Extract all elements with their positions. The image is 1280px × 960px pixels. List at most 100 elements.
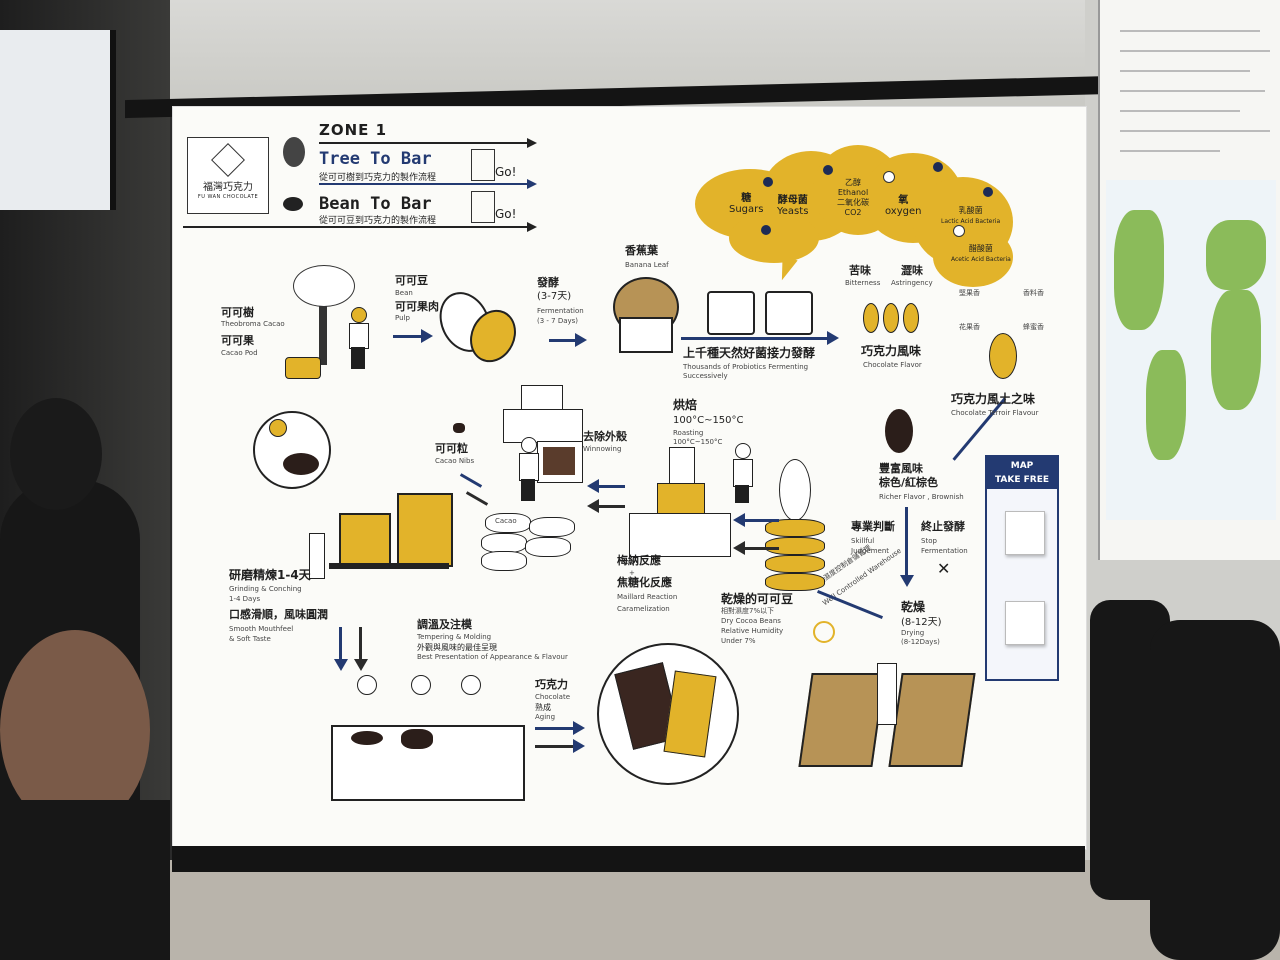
- bubble-yeasts-en: Yeasts: [777, 206, 809, 217]
- chocolate-bar-icon: [471, 191, 495, 223]
- visitor-front-body: [0, 800, 170, 960]
- logo-subtitle: FU WAN CHOCOLATE: [197, 194, 259, 200]
- judgement-label-zh: 專業判斷: [851, 520, 895, 533]
- chocolate-bar-circle-illustration: [597, 643, 739, 785]
- roaster-worker: [729, 443, 757, 503]
- winnowing-worker: [515, 437, 541, 501]
- route-bean-to-bar-title: Bean To Bar: [319, 194, 432, 214]
- cacao-sacks-illustration: [481, 513, 577, 571]
- open-cacao-pod-illustration: [430, 283, 525, 370]
- process-wall-board: 福灣巧克力 FU WAN CHOCOLATE ZONE 1 Tree To Ba…: [172, 106, 1087, 850]
- drying-label-zh: 乾燥: [901, 600, 926, 614]
- nibs-label-en: Cacao Nibs: [435, 457, 475, 465]
- drying-rack-illustration: [798, 663, 976, 783]
- cacao-pod-icon: [283, 137, 305, 167]
- logo-icon: [211, 143, 245, 177]
- zone-label: ZONE 1: [319, 121, 388, 139]
- chocolate-flavor-label-en: Chocolate Flavor: [863, 361, 922, 369]
- drying-label-en: Drying: [901, 629, 925, 637]
- chocolate-label-en: Chocolate: [535, 693, 571, 701]
- pulp-label-en: Pulp: [395, 314, 410, 322]
- drying-days-en: (8-12Days): [901, 638, 940, 646]
- judgement-label-en2: Judgement: [851, 547, 890, 555]
- bubble-sugars-zh: 糖: [741, 193, 752, 204]
- bubble-oxygen-zh: 氧: [898, 195, 909, 206]
- tempering-label-zh: 調溫及注模: [417, 618, 472, 631]
- caramelization-label-en: Caramelization: [617, 605, 670, 613]
- bubble-ethanol-zh: 乙醇: [845, 178, 861, 187]
- bubble-oxygen-en: oxygen: [885, 206, 922, 217]
- smooth-label-en1: Smooth Mouthfeel: [229, 625, 294, 633]
- astringency-label-en: Astringency: [891, 279, 933, 287]
- bubble-ethanol-en: Ethanol: [837, 188, 869, 197]
- logo-name: 福灣巧克力: [203, 182, 253, 193]
- dried-beans-label-en1: Dry Cocoa Beans: [721, 617, 781, 625]
- dried-beans-humidity-zh: 相對濕度7%以下: [721, 607, 775, 615]
- world-map: [1106, 180, 1276, 520]
- sack-label: Cacao: [495, 517, 517, 525]
- dried-beans-label-en2: Relative Humidity: [721, 627, 784, 635]
- richer-label-en: Richer Flavor , Brownish: [879, 493, 964, 501]
- stop-ferment-label-en1: Stop: [921, 537, 937, 545]
- bubble-lactic-zh: 乳酸菌: [958, 206, 983, 215]
- bubble-acetic-zh: 醋酸菌: [968, 244, 993, 253]
- roasting-temp-en: 100°C~150°C: [673, 438, 723, 446]
- route-tree-to-bar-go: Go!: [495, 165, 517, 179]
- aging-label-zh: 熟成: [535, 703, 551, 712]
- fermentation-basket-illustration: [613, 277, 679, 353]
- caramelization-label-zh: 焦糖化反應: [617, 576, 672, 589]
- cacao-tree-illustration: [283, 265, 363, 365]
- bubble-yeasts-zh: 酵母菌: [777, 195, 808, 206]
- dried-beans-label-en3: Under 7%: [721, 637, 756, 645]
- bitterness-label-en: Bitterness: [845, 279, 881, 287]
- ferment-label-en: Fermentation: [537, 307, 584, 315]
- nibs-icon: [453, 423, 465, 433]
- banana-leaf-label-en: Banana Leaf: [625, 261, 669, 269]
- bubble-lactic-en: Lactic Acid Bacteria: [941, 218, 1001, 225]
- brand-logo: 福灣巧克力 FU WAN CHOCOLATE: [187, 137, 269, 214]
- map-holder-top[interactable]: [1005, 511, 1045, 555]
- richer-label-zh2: 棕色/紅棕色: [879, 476, 939, 489]
- route-tree-to-bar-title: Tree To Bar: [319, 149, 432, 169]
- chocolate-flavor-label-zh: 巧克力風味: [861, 344, 922, 358]
- bean-sack-stack-illustration: [765, 459, 825, 591]
- stop-ferment-label-zh: 終止發酵: [921, 520, 965, 533]
- visitor-left-head: [10, 398, 102, 510]
- floor: [0, 860, 1280, 960]
- diagonal-arrow: [952, 397, 1007, 461]
- route-bean-to-bar-subtitle: 從可可豆到巧克力的製作流程: [319, 216, 437, 226]
- roaster-illustration: [629, 447, 731, 557]
- stop-ferment-label-en2: Fermentation: [921, 547, 968, 555]
- farmer-illustration: [343, 307, 373, 369]
- x-mark-icon: ✕: [937, 559, 951, 578]
- fermentation-box-1: [707, 291, 755, 335]
- smooth-label-en2: & Soft Taste: [229, 635, 271, 643]
- visitor-front-head: [0, 630, 150, 830]
- map-panel-line2: TAKE FREE: [994, 475, 1050, 485]
- ferment-days-zh: (3-7天): [537, 291, 572, 302]
- route-bean-to-bar-go: Go!: [495, 207, 517, 221]
- chocolatier-team-illustration: [331, 669, 525, 801]
- world-map-poster: [1098, 0, 1280, 560]
- terroir-label-zh: 巧克力風土之味: [951, 392, 1036, 406]
- ferment-days-en: (3 - 7 Days): [537, 317, 579, 325]
- grinding-label-zh: 研磨精煉1-4天: [229, 568, 311, 582]
- bubble-acetic-en: Acetic Acid Bacteria: [951, 256, 1011, 263]
- grinding-label-en1: Grinding & Conching: [229, 585, 302, 593]
- winnowing-machine-illustration: [503, 385, 583, 501]
- presentation-label-zh: 外觀與風味的最佳呈現: [417, 643, 497, 652]
- chocolate-bar-icon: [471, 149, 495, 181]
- cacao-pod-basket: [285, 357, 321, 379]
- map-holder-bottom[interactable]: [1005, 601, 1045, 645]
- pod-label-zh: 可可果: [221, 334, 254, 347]
- pod-label-en: Cacao Pod: [221, 349, 258, 357]
- banana-leaf-label-zh: 香蕉葉: [625, 244, 658, 257]
- route-tree-to-bar-subtitle: 從可可樹到巧克力的製作流程: [319, 173, 437, 183]
- conching-machine-illustration: [309, 493, 455, 613]
- window: [0, 30, 116, 210]
- ferment-label-zh: 發酵: [537, 276, 559, 289]
- winnowing-label-en: Winnowing: [583, 445, 622, 453]
- roasting-label-zh: 烘焙: [673, 398, 698, 412]
- tempering-label-en: Tempering & Molding: [417, 633, 492, 641]
